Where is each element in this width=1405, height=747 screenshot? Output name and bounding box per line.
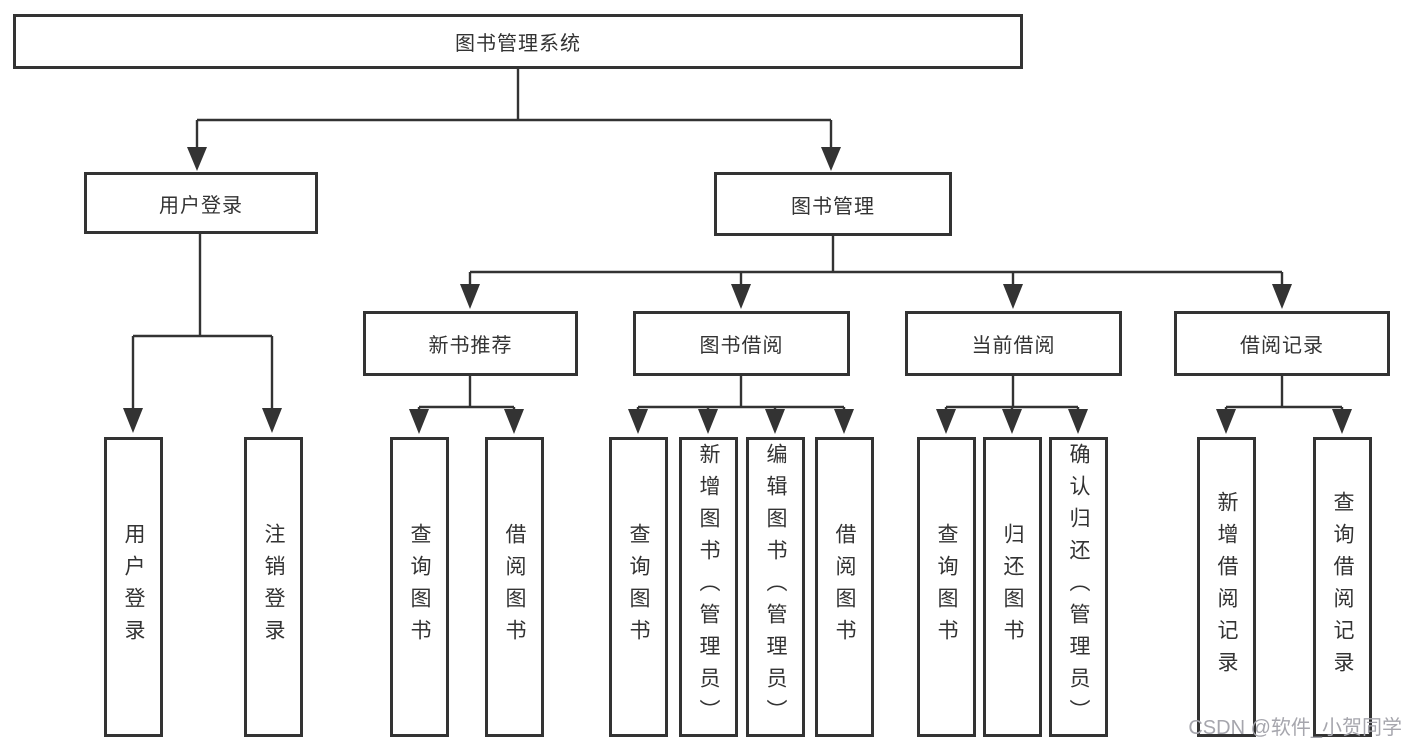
node-borrow-records: 借阅记录 bbox=[1174, 311, 1390, 376]
connector-root-to-level1 bbox=[187, 69, 841, 171]
leaf-borrow-edit-books-admin: 编辑图书（管理员） bbox=[746, 437, 805, 737]
csdn-watermark: CSDN @软件_小贺同学 bbox=[1188, 717, 1402, 739]
leaf-records-add-record: 新增借阅记录 bbox=[1197, 437, 1256, 737]
node-book-mgmt: 图书管理 bbox=[714, 172, 952, 236]
leaf-borrow-query-books: 查询图书 bbox=[609, 437, 668, 737]
leaf-borrow-borrow-books: 借阅图书 bbox=[815, 437, 874, 737]
connector-current-borrow-branch bbox=[936, 376, 1088, 434]
connector-new-books-branch bbox=[409, 376, 524, 434]
leaf-newbooks-borrow-books: 借阅图书 bbox=[485, 437, 544, 737]
leaf-user-login: 用户登录 bbox=[104, 437, 163, 737]
leaf-newbooks-query-books: 查询图书 bbox=[390, 437, 449, 737]
leaf-current-query-books: 查询图书 bbox=[917, 437, 976, 737]
connector-borrow-records-branch bbox=[1216, 376, 1352, 434]
node-book-borrow: 图书借阅 bbox=[633, 311, 850, 376]
node-user-login: 用户登录 bbox=[84, 172, 318, 234]
node-new-books: 新书推荐 bbox=[363, 311, 578, 376]
leaf-records-query-record: 查询借阅记录 bbox=[1313, 437, 1372, 737]
leaf-current-return-books: 归还图书 bbox=[983, 437, 1042, 737]
leaf-borrow-add-books-admin: 新增图书（管理员） bbox=[679, 437, 738, 737]
connector-book-borrow-branch bbox=[628, 376, 854, 434]
node-current-borrow: 当前借阅 bbox=[905, 311, 1122, 376]
leaf-current-confirm-return-admin: 确认归还（管理员） bbox=[1049, 437, 1108, 737]
node-root: 图书管理系统 bbox=[13, 14, 1023, 69]
connector-book-mgmt-to-level2 bbox=[460, 236, 1292, 309]
leaf-logout-login: 注销登录 bbox=[244, 437, 303, 737]
connector-user-login-branch bbox=[123, 234, 282, 433]
